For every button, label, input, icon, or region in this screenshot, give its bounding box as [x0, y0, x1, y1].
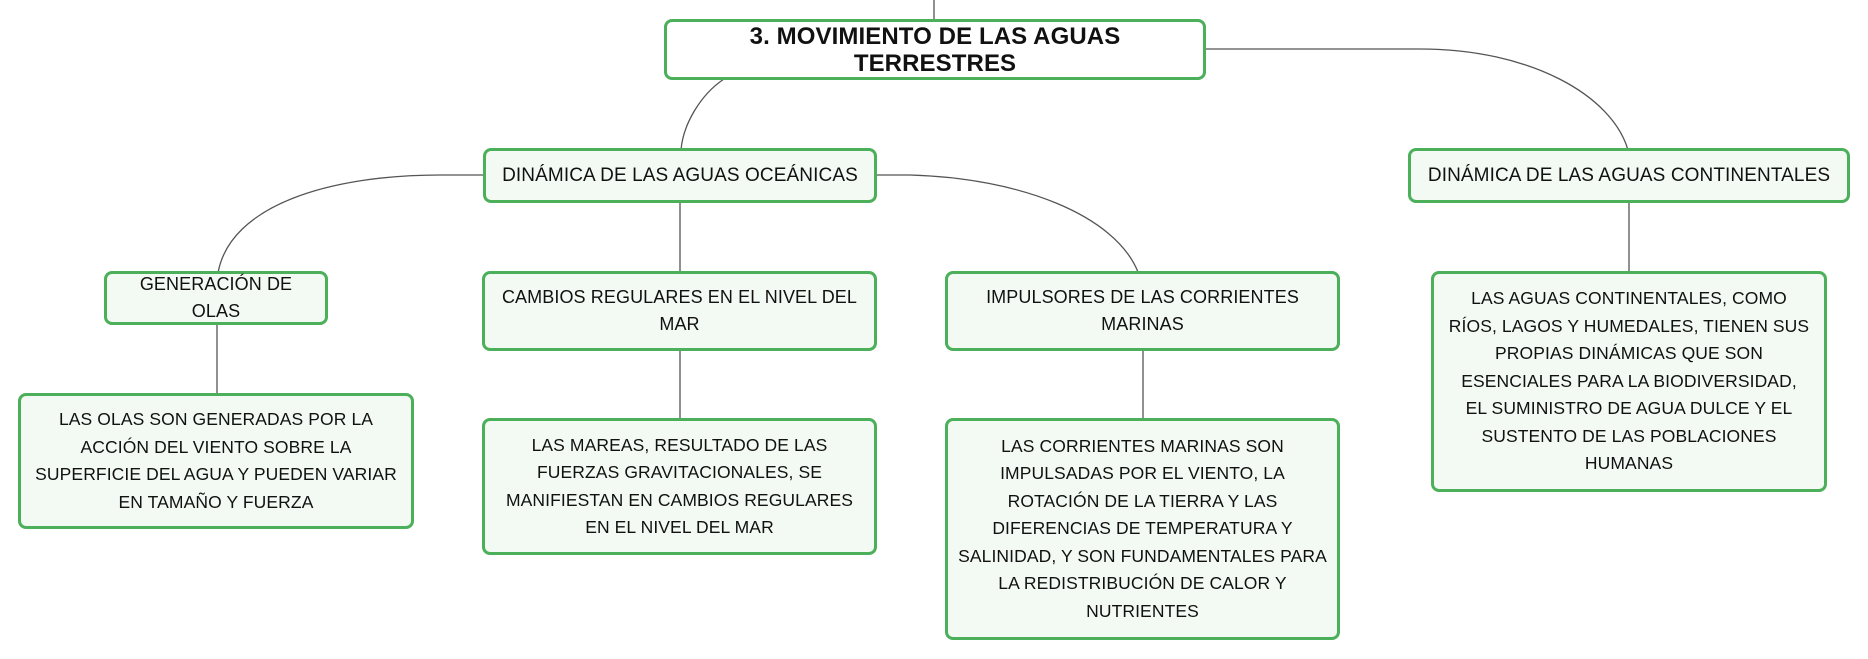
connector-root-continental	[1203, 48, 1629, 151]
continental-waters-detail[interactable]: LAS AGUAS CONTINENTALES, COMO RÍOS, LAGO…	[1431, 271, 1827, 492]
wave-generation-topic[interactable]: GENERACIÓN DE OLAS	[104, 271, 328, 325]
connector-oceanic-currents	[876, 174, 1139, 273]
connector-root-oceanic	[680, 78, 725, 151]
sea-level-changes-topic[interactable]: CAMBIOS REGULARES EN EL NIVEL DEL MAR	[482, 271, 877, 351]
connector-oceanic-waves	[217, 174, 484, 274]
root-topic[interactable]: 3. MOVIMIENTO DE LAS AGUAS TERRESTRES	[664, 19, 1206, 80]
marine-currents-drivers-topic[interactable]: IMPULSORES DE LAS CORRIENTES MARINAS	[945, 271, 1340, 351]
oceanic-dynamics-topic[interactable]: DINÁMICA DE LAS AGUAS OCEÁNICAS	[483, 148, 877, 203]
tides-detail[interactable]: LAS MAREAS, RESULTADO DE LAS FUERZAS GRA…	[482, 418, 877, 555]
wave-generation-detail[interactable]: LAS OLAS SON GENERADAS POR LA ACCIÓN DEL…	[18, 393, 414, 529]
continental-dynamics-topic[interactable]: DINÁMICA DE LAS AGUAS CONTINENTALES	[1408, 148, 1850, 203]
marine-currents-detail[interactable]: LAS CORRIENTES MARINAS SON IMPULSADAS PO…	[945, 418, 1340, 640]
